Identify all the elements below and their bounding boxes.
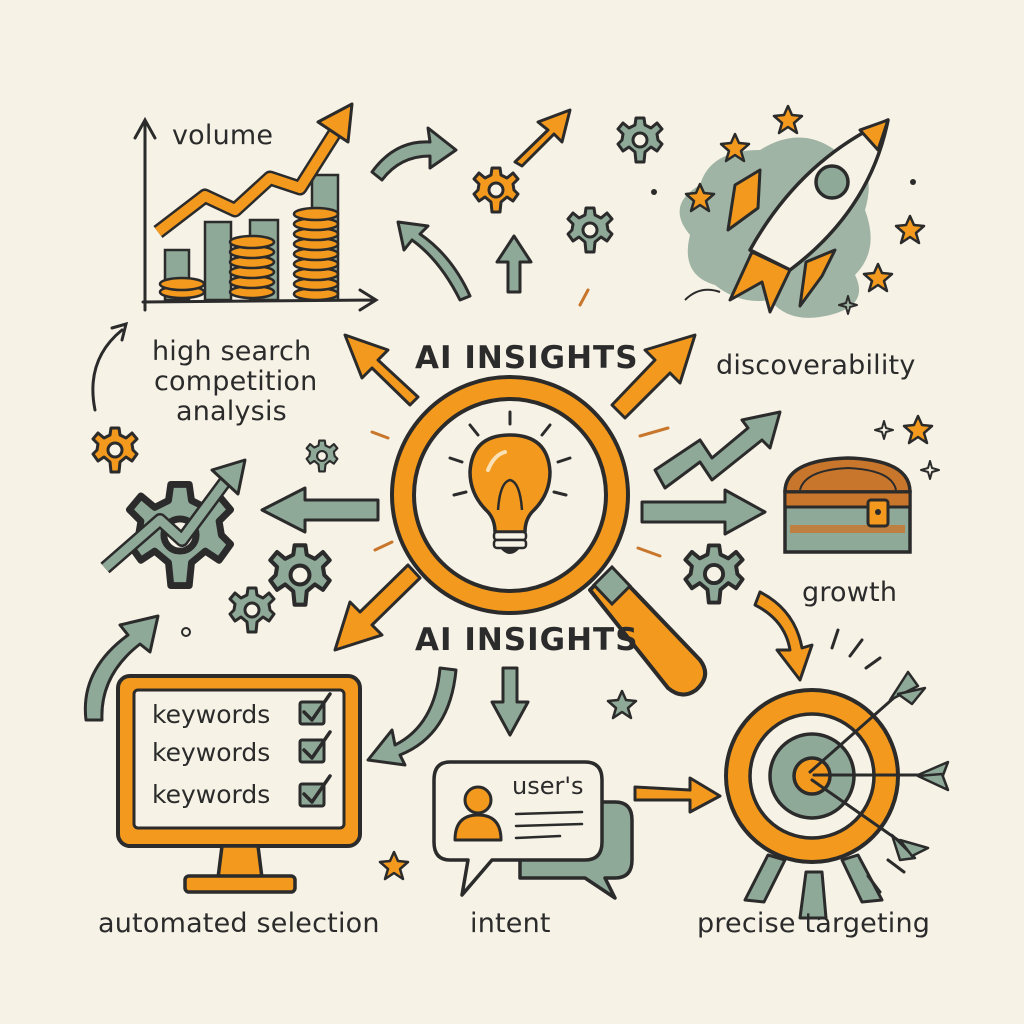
competition-label-line-3: analysis <box>176 396 287 427</box>
intent-label: intent <box>470 908 551 939</box>
automated-selection-label: automated selection <box>98 908 380 939</box>
monitor-icon <box>116 674 362 894</box>
radiating-arrows <box>83 333 814 814</box>
keyword-item: keywords <box>152 780 271 809</box>
star-icon <box>606 689 638 720</box>
precise-targeting-label: precise targeting <box>697 908 931 939</box>
lightbulb-icon <box>448 410 572 554</box>
chat-bubble-icon <box>432 760 634 900</box>
gear-icon <box>683 543 745 605</box>
top-arrows <box>370 108 572 302</box>
target-icon <box>724 628 950 920</box>
sparkle-icon <box>920 460 940 480</box>
volume-label: volume <box>172 120 274 151</box>
sparkle-icon <box>874 420 894 440</box>
magnifier-icon <box>390 375 708 697</box>
users-label: user's <box>512 772 584 800</box>
competition-label-line-2: competition <box>154 366 318 397</box>
gear-icon <box>472 116 664 254</box>
gear-icon <box>305 439 339 473</box>
user-avatar-icon <box>453 785 503 842</box>
center-title-bottom: AI INSIGHTS <box>415 622 639 658</box>
rocket-icon <box>679 118 890 318</box>
gear-icon <box>91 426 139 474</box>
gear-icon <box>228 545 330 634</box>
keyword-item: keywords <box>152 738 271 767</box>
center-title-top: AI INSIGHTS <box>415 340 639 376</box>
gear-growth-icon <box>100 458 247 586</box>
treasure-chest-icon <box>783 456 912 554</box>
keyword-item: keywords <box>152 700 271 729</box>
competition-label-line-1: high search <box>152 336 312 367</box>
volume-chart <box>133 102 379 312</box>
discoverability-label: discoverability <box>716 350 916 381</box>
growth-label: growth <box>802 577 898 608</box>
